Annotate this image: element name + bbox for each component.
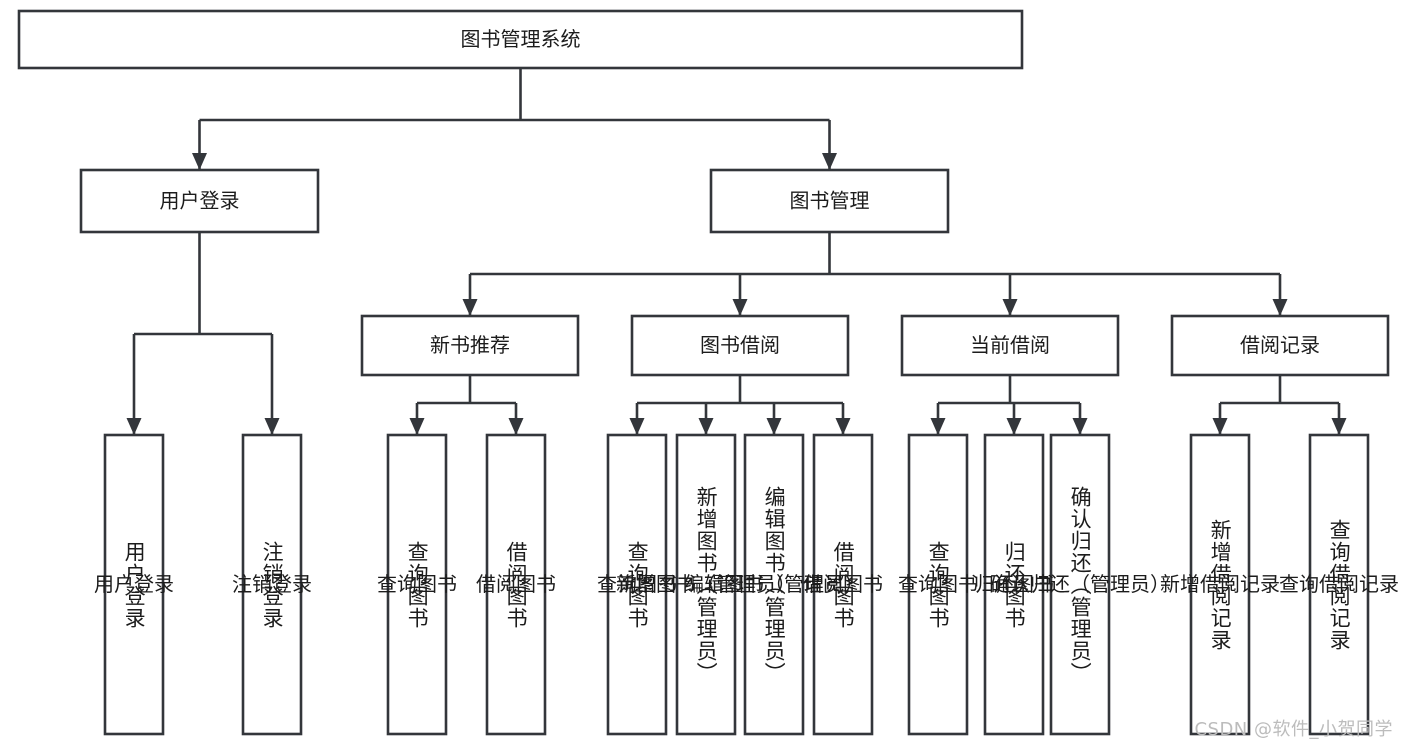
node-level3-1[interactable] xyxy=(630,314,850,377)
node-root[interactable] xyxy=(17,9,1024,70)
node-leaf-3[interactable] xyxy=(485,433,547,736)
node-level2-0-label: 用户登录 xyxy=(160,189,240,213)
node-leaf-7[interactable] xyxy=(812,433,874,736)
node-leaf-0[interactable] xyxy=(103,433,165,736)
node-leaf-10[interactable] xyxy=(1049,433,1111,736)
watermark: CSDN @软件_小贺同学 xyxy=(1194,719,1393,740)
node-leaf-8-label: 查询图书 xyxy=(898,572,978,596)
node-leaf-2[interactable] xyxy=(386,433,448,736)
arrow-head-icon xyxy=(192,153,207,170)
node-level3-0[interactable] xyxy=(360,314,580,377)
node-level3-3[interactable] xyxy=(1170,314,1390,377)
node-level2-1[interactable] xyxy=(709,168,950,234)
node-level3-2[interactable] xyxy=(900,314,1120,377)
arrow-head-icon xyxy=(766,418,782,435)
arrow-head-icon xyxy=(835,418,851,435)
node-leaf-5[interactable] xyxy=(675,433,737,736)
node-leaf-7-label: 借阅图书 xyxy=(803,572,883,596)
arrow-head-icon xyxy=(1331,418,1347,435)
node-leaf-0-label: 用户登录 xyxy=(94,572,174,596)
node-leaf-2-label: 查询图书 xyxy=(377,572,457,596)
node-level3-0-label: 新书推荐 xyxy=(430,333,510,357)
arrow-head-icon xyxy=(930,418,946,435)
arrow-head-icon xyxy=(126,418,142,435)
arrow-head-icon xyxy=(1272,299,1288,316)
arrow-head-icon xyxy=(508,418,524,435)
node-leaf-10-label: 确认归还（管理员） xyxy=(990,572,1170,596)
node-level2-1-label: 图书管理 xyxy=(790,189,870,213)
node-leaf-8[interactable] xyxy=(907,433,969,736)
node-level3-1-label: 图书借阅 xyxy=(700,333,780,357)
arrow-head-icon xyxy=(698,418,714,435)
arrow-head-icon xyxy=(1072,418,1088,435)
node-level3-3-label: 借阅记录 xyxy=(1240,333,1320,357)
node-leaf-1-label: 注销登录 xyxy=(232,572,312,596)
arrow-head-icon xyxy=(822,153,837,170)
node-leaf-3-label: 借阅图书 xyxy=(476,572,556,596)
horizontal-label-layer: 图书管理系统用户登录图书管理新书推荐图书借阅当前借阅借阅记录用户登录注销登录查询… xyxy=(94,27,1399,596)
node-leaf-4-label: 查询图书 xyxy=(597,572,677,596)
node-leaf-12-label: 查询借阅记录 xyxy=(1279,572,1399,596)
arrow-head-icon xyxy=(1002,299,1018,316)
arrow-head-icon xyxy=(732,299,748,316)
arrow-head-icon xyxy=(629,418,645,435)
node-leaf-9[interactable] xyxy=(983,433,1045,736)
arrow-head-icon xyxy=(1006,418,1022,435)
box-layer xyxy=(17,9,1390,736)
arrow-head-icon xyxy=(409,418,425,435)
arrow-head-icon xyxy=(264,418,280,435)
node-level3-2-label: 当前借阅 xyxy=(970,333,1050,357)
node-level2-0[interactable] xyxy=(79,168,320,234)
arrow-head-icon xyxy=(1212,418,1228,435)
node-leaf-4[interactable] xyxy=(606,433,668,736)
node-leaf-12[interactable] xyxy=(1308,433,1370,736)
arrow-head-icon xyxy=(462,299,478,316)
node-leaf-1[interactable] xyxy=(241,433,303,736)
node-leaf-9-label: 归还图书 xyxy=(974,572,1054,596)
node-leaf-6-label: 编辑图书（管理员） xyxy=(684,572,864,596)
connector-layer xyxy=(126,68,1347,435)
node-root-label: 图书管理系统 xyxy=(461,27,581,51)
node-leaf-11-label: 新增借阅记录 xyxy=(1160,572,1280,596)
node-leaf-6[interactable] xyxy=(743,433,805,736)
node-leaf-11[interactable] xyxy=(1189,433,1251,736)
node-leaf-5-label: 新增图书（管理员） xyxy=(616,572,796,596)
